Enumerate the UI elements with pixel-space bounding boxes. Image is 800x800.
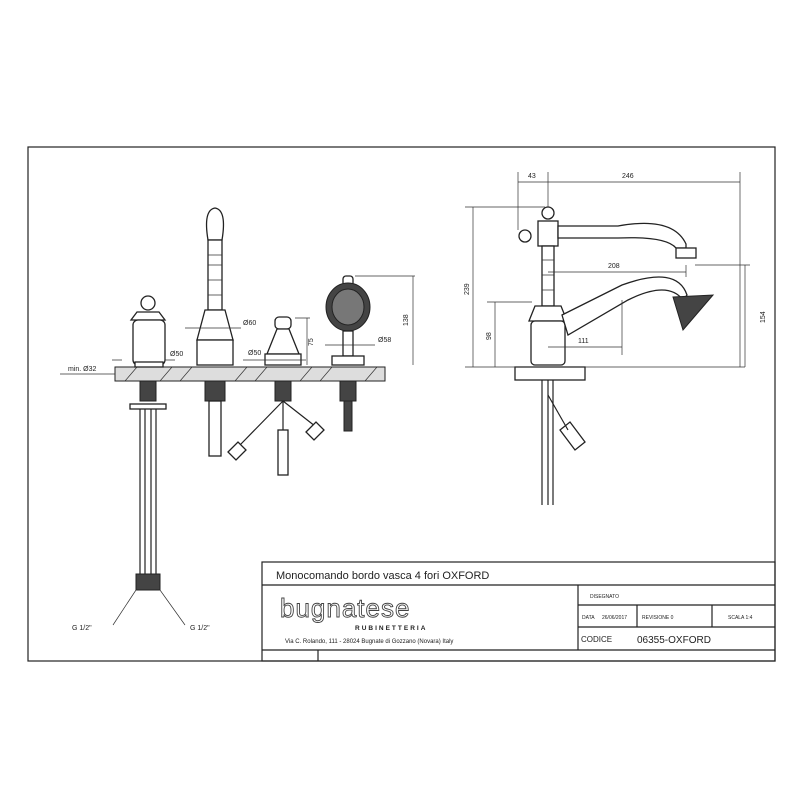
deck-plate [114,366,386,382]
dim-h239: 239 [464,283,471,295]
dim-w111: 111 [578,338,589,345]
dim-d50b: Ø50 [248,350,261,357]
code-label: CODICE [581,635,612,644]
company-address: Via C. Rolando, 111 - 28024 Bugnate di G… [285,639,453,645]
mixer-body [112,295,186,626]
spout-column [196,207,234,457]
date-value: 26/06/2017 [602,615,627,621]
connection-label-left: G 1/2" [72,625,92,632]
brand-logo: bugnatese [280,593,410,623]
code-value: 06355-OXFORD [637,635,711,646]
dim-h98: 98 [486,332,493,340]
scale: SCALA 1:4 [728,615,753,621]
date-label: DATA [582,615,595,621]
left-view-dimensions: min. Ø32 Ø60 Ø50 Ø50 75 Ø58 138 [60,275,415,375]
revision: REVISIONE 0 [642,615,674,621]
title-block: Monocomando bordo vasca 4 fori OXFORD bu… [261,561,776,662]
dim-d58: Ø58 [378,337,391,344]
connection-label-right: G 1/2" [190,625,210,632]
drawing-title: Monocomando bordo vasca 4 fori OXFORD [276,570,489,582]
dim-w246: 246 [622,173,634,180]
drawn-by-label: DISEGNATO [590,594,619,600]
dim-d50a: Ø50 [170,351,183,358]
dim-h75: 75 [308,338,315,346]
dim-w43: 43 [528,173,536,180]
diverter [227,316,325,476]
dim-h138: 138 [403,314,410,326]
dim-min-hole: min. Ø32 [68,366,97,373]
side-view-mixer [514,206,715,505]
dim-d60: Ø60 [243,320,256,327]
dim-w208: 208 [608,263,620,270]
hand-shower [325,275,371,432]
brand-subtitle: RUBINETTERIA [355,625,427,632]
right-view-dimensions: 43 246 239 98 111 208 154 [464,172,767,368]
dim-h154: 154 [760,311,767,323]
